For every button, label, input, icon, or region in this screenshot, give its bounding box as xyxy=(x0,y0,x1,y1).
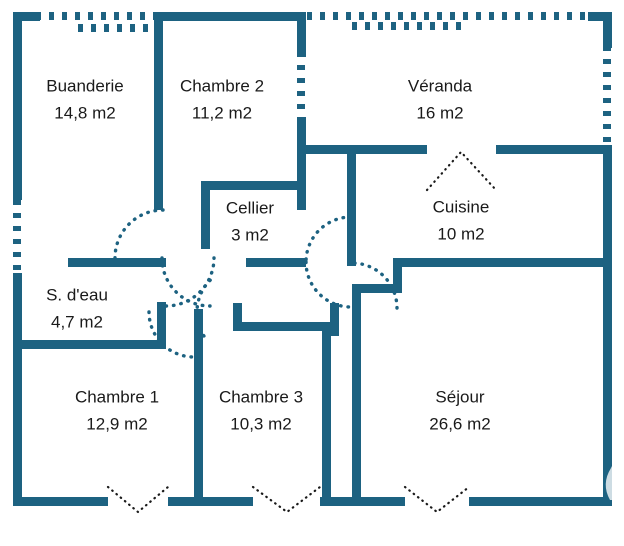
partition-chambre3-right xyxy=(322,322,331,506)
partition-hall-right-stub-a xyxy=(330,303,339,336)
partition-sdeau-bottom xyxy=(22,340,166,349)
door-arc-cuisine xyxy=(304,260,353,309)
partition-sejour-left-lower xyxy=(352,284,361,506)
room-area-cuisine: 10 m2 xyxy=(437,224,484,243)
exterior-wall-right-upper xyxy=(603,12,612,48)
room-area-sdeau: 4,7 m2 xyxy=(51,312,103,331)
partition-cellier-bottom xyxy=(246,258,306,267)
room-name-cuisine: Cuisine xyxy=(433,197,490,216)
partition-chambre3-left-stub xyxy=(233,303,242,329)
room-name-sejour: Séjour xyxy=(435,387,484,406)
exterior-wall-top-mid xyxy=(154,12,306,21)
room-name-chambre2: Chambre 2 xyxy=(180,76,264,95)
partition-hall-left xyxy=(68,258,166,267)
partition-cellier-top xyxy=(201,181,306,190)
french-window-cuisine xyxy=(425,150,498,192)
room-area-chambre1: 12,9 m2 xyxy=(86,414,147,433)
partition-cuisine-bottom xyxy=(393,258,612,267)
partition-sejour-left-upper xyxy=(393,258,402,292)
door-arcs-group xyxy=(113,208,399,359)
partition-cellier-left xyxy=(201,181,210,249)
exterior-wall-bottom-mid xyxy=(168,497,253,506)
exterior-wall-top-right-stub xyxy=(588,12,612,21)
partition-chambre1-right xyxy=(194,309,203,506)
room-name-sdeau: S. d'eau xyxy=(46,285,108,304)
french-window-chambre1 xyxy=(106,485,170,514)
watermark-group xyxy=(605,466,612,500)
partition-chambre2-right xyxy=(297,12,306,57)
partition-veranda-bottom-left xyxy=(347,145,427,154)
door-arc-chambre3 xyxy=(195,278,212,343)
watermark-glyph xyxy=(605,466,612,500)
exterior-wall-bottom-right xyxy=(320,497,405,506)
exterior-wall-left-upper xyxy=(13,12,22,200)
partition-veranda-bottom-right xyxy=(496,145,612,154)
partition-veranda-left xyxy=(306,145,347,154)
exterior-wall-top-left-stub xyxy=(13,12,40,21)
walls-group xyxy=(13,12,612,506)
exterior-wall-right-lower xyxy=(603,145,612,506)
room-area-chambre2: 11,2 m2 xyxy=(192,103,252,122)
room-area-sejour: 26,6 m2 xyxy=(429,414,490,433)
french-windows-group xyxy=(106,150,498,514)
room-area-buanderie: 14,8 m2 xyxy=(54,103,115,122)
partition-chambre2-right-lower xyxy=(297,117,306,210)
partition-sejour-step xyxy=(352,284,402,293)
room-name-chambre1: Chambre 1 xyxy=(75,387,159,406)
room-area-veranda: 16 m2 xyxy=(416,103,463,122)
windows-group xyxy=(13,12,611,276)
door-arc-chambre1 xyxy=(147,310,196,359)
exterior-wall-left-lower xyxy=(13,273,22,506)
exterior-wall-bottom-left xyxy=(13,497,108,506)
room-name-cellier: Cellier xyxy=(226,198,275,217)
partition-chambre2-left xyxy=(154,12,163,210)
partition-chambre3-top xyxy=(233,322,330,331)
room-name-chambre3: Chambre 3 xyxy=(219,387,303,406)
door-arc-buanderie xyxy=(113,208,165,260)
room-name-veranda: Véranda xyxy=(408,76,473,95)
room-area-chambre3: 10,3 m2 xyxy=(230,414,291,433)
partition-sdeau-right xyxy=(157,302,166,349)
room-area-cellier: 3 m2 xyxy=(231,225,269,244)
exterior-wall-bottom-far-right xyxy=(469,497,612,506)
door-arc-sejour xyxy=(350,261,399,310)
partition-cuisine-left xyxy=(347,145,356,266)
door-arc-cellier xyxy=(160,256,212,308)
room-name-buanderie: Buanderie xyxy=(46,76,124,95)
door-arc-hall-right xyxy=(304,215,353,264)
room-labels-group: Buanderie 14,8 m2 Chambre 2 11,2 m2 Véranda 1… xyxy=(46,76,491,433)
